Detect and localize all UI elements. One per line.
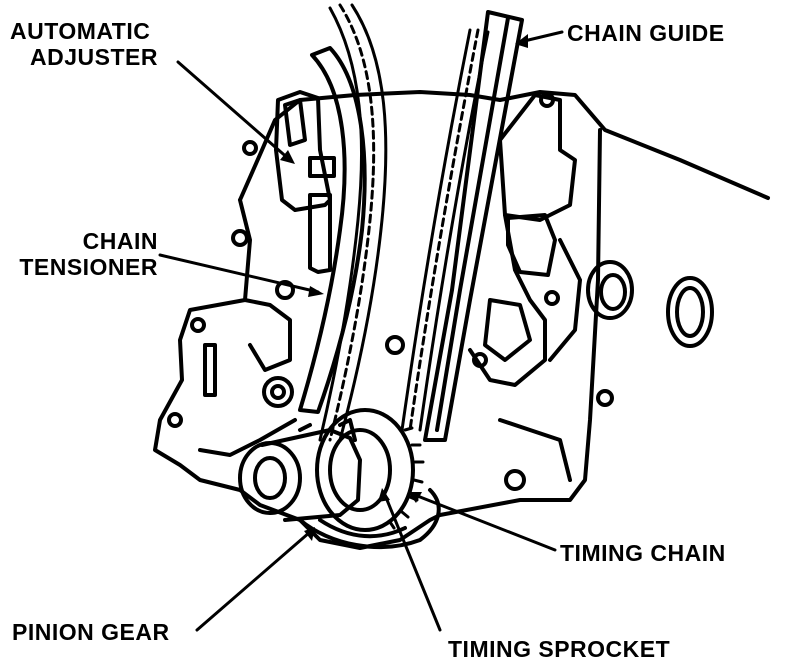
timing-chain-right-strand-outer [400,28,472,432]
adjuster-cap [308,156,336,178]
leader-timing-sprocket [383,493,442,632]
adjuster-bracket [283,98,307,147]
bolt-1 [539,92,555,108]
pinion-gear-bore [253,456,287,500]
bolt-10 [167,412,183,428]
adjuster-plunger [308,193,332,274]
left-plate-edge [243,298,292,372]
leader-automatic-adjuster [176,60,292,162]
chain-guide-lip [435,16,510,432]
block-pocket-2 [483,298,532,362]
pinion-gear-body [260,428,362,522]
bore-ring-inner [599,273,627,311]
label-automatic-adjuster: AUTOMATIC ADJUSTER [10,18,158,70]
leader-pinion-gear [195,530,312,632]
seal-ring-inner [675,286,705,338]
bolt-11 [385,335,405,355]
bolt-5 [472,352,488,368]
pinion-gear-face [238,441,302,515]
block-rib-3 [548,238,582,362]
left-plate-boss-inner [270,384,286,400]
bolt-8 [275,280,295,300]
adjuster-body [274,90,332,212]
arrowhead-timing-chain [408,492,422,503]
label-automatic-adjuster-line1: AUTOMATIC [10,18,151,44]
arrowhead-adjuster [280,150,295,164]
bore-ring-outer [586,260,634,320]
block-rib-2 [468,213,547,387]
bolt-9 [190,317,206,333]
label-chain-tensioner-line2: TENSIONER [19,254,158,280]
label-automatic-adjuster-line2: ADJUSTER [30,44,158,70]
label-timing-chain: TIMING CHAIN [560,540,726,566]
label-chain-tensioner: CHAIN TENSIONER [0,228,158,280]
arrowhead-pinion [304,527,315,541]
timing-sprocket-hub [328,428,392,512]
sprocket-housing [298,488,441,550]
bolt-4 [504,469,526,491]
bolt-2 [544,290,560,306]
label-chain-guide: CHAIN GUIDE [567,20,725,46]
bolt-7 [231,229,249,247]
timing-chain-right-strand-inner [418,30,490,432]
pinion-gear-key [298,418,357,442]
label-pinion-gear: PINION GEAR [12,619,170,645]
chain-tensioner-shoe [298,46,367,414]
block-pocket-1 [506,213,557,277]
arrowhead-guide [515,34,528,48]
arrowhead-tensioner [308,286,324,297]
block-rib-4 [498,418,572,482]
bolt-6 [242,140,258,156]
left-plate-boss [262,376,294,408]
seal-ring-outer [666,276,714,348]
timing-chain-right-strand [408,28,480,432]
bolt-3 [596,389,614,407]
arrowhead-sprocket [378,488,390,502]
timing-sprocket-outer [315,408,415,532]
leader-chain-tensioner [158,253,320,294]
chain-guide-rail [423,10,524,442]
timing-chain-left-strand-outer [318,6,364,442]
left-plate-slot [203,343,217,397]
label-timing-sprocket: TIMING SPROCKET [448,636,671,662]
timing-chain-left-strand-inner [338,3,388,442]
leader-timing-chain [413,493,557,552]
left-plate-curve [198,418,297,457]
block-rib-1 [498,93,577,222]
timing-chain-left-strand [328,3,376,442]
label-chain-tensioner-line1: CHAIN [82,228,158,254]
sprocket-housing-inner [318,518,407,539]
